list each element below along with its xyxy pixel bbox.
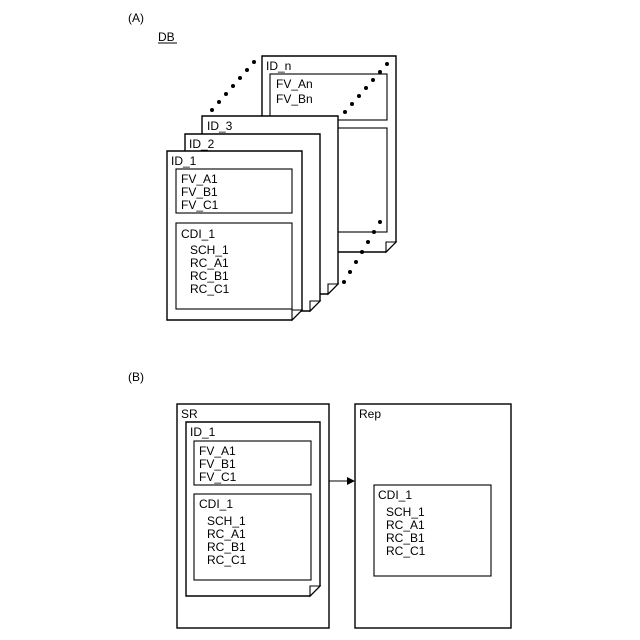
- sr-cdi-item: SCH_1: [207, 514, 246, 528]
- page-id-3-label: ID_3: [207, 119, 233, 133]
- page-id-n-label: ID_n: [266, 59, 291, 73]
- id1-feature-b: FV_B1: [181, 185, 218, 199]
- rep-cdi-item: SCH_1: [386, 505, 425, 519]
- sr-feature-a: FV_A1: [199, 444, 236, 458]
- idn-feature-b: FV_Bn: [276, 92, 313, 106]
- sr-feature-c: FV_C1: [199, 470, 237, 484]
- id1-cdi-item: RC_C1: [190, 282, 230, 296]
- rep-box: Rep CDI_1 SCH_1 RC_A1 RC_B1 RC_C1: [355, 404, 511, 628]
- sr-box: SR ID_1 FV_A1 FV_B1 FV_C1 CDI_1 SCH_1 RC…: [177, 404, 329, 628]
- sr-id1-page: ID_1 FV_A1 FV_B1 FV_C1 CDI_1 SCH_1 RC_A1…: [186, 422, 320, 596]
- sr-id1-label: ID_1: [190, 425, 216, 439]
- page-id-2-label: ID_2: [189, 137, 215, 151]
- rep-cdi-item: RC_C1: [386, 544, 426, 558]
- sr-label: SR: [181, 407, 198, 421]
- sr-cdi-item: RC_A1: [207, 527, 246, 541]
- rep-cdi-item: RC_A1: [386, 518, 425, 532]
- id1-feature-a: FV_A1: [181, 172, 218, 186]
- rep-cdi-title: CDI_1: [378, 488, 412, 502]
- sr-feature-b: FV_B1: [199, 457, 236, 471]
- page-id-1-label: ID_1: [171, 154, 197, 168]
- idn-feature-a: FV_An: [276, 77, 313, 91]
- arrow-sr-to-rep: [329, 477, 355, 485]
- sr-cdi-item: RC_B1: [207, 540, 246, 554]
- id1-cdi-item: RC_A1: [190, 256, 229, 270]
- id1-feature-c: FV_C1: [181, 198, 219, 212]
- db-label: DB: [158, 30, 175, 44]
- rep-cdi-item: RC_B1: [386, 531, 425, 545]
- panel-b-label: (B): [128, 370, 144, 384]
- panel-a-label: (A): [128, 11, 144, 25]
- page-id-1: ID_1 FV_A1 FV_B1 FV_C1 CDI_1 SCH_1 RC_A1…: [167, 151, 302, 320]
- sr-cdi-item: RC_C1: [207, 553, 247, 567]
- rep-label: Rep: [359, 407, 381, 421]
- id1-cdi-item: RC_B1: [190, 269, 229, 283]
- sr-cdi-title: CDI_1: [199, 497, 233, 511]
- id1-cdi-item: SCH_1: [190, 243, 229, 257]
- id1-cdi-title: CDI_1: [181, 227, 215, 241]
